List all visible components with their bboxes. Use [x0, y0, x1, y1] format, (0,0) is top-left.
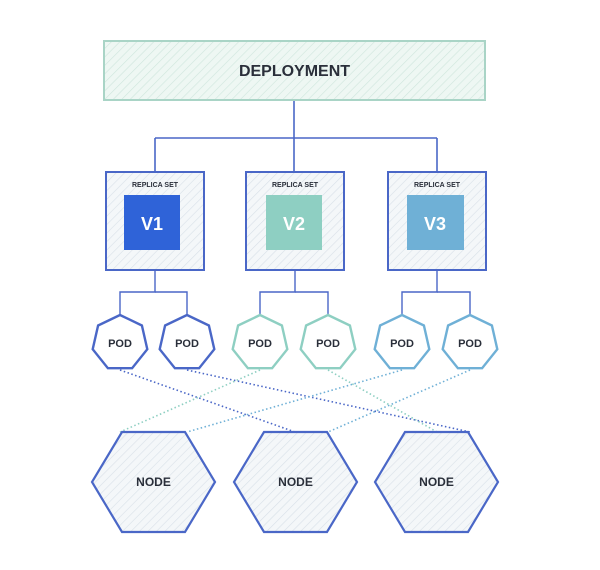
pod-label: POD [108, 338, 132, 350]
pod-2: POD [158, 313, 216, 370]
connector-rs3-pod5 [401, 270, 438, 316]
pod-label: POD [390, 338, 414, 350]
pod-label: POD [248, 338, 272, 350]
version-label: V1 [141, 214, 163, 234]
scheduling-lines [119, 369, 471, 433]
pod-label: POD [175, 338, 199, 350]
node-label: NODE [278, 475, 313, 489]
replica-set-caption: REPLICA SET [272, 182, 319, 189]
pod-label: POD [458, 338, 482, 350]
replica-set-1: REPLICA SET V1 [105, 171, 205, 271]
pod-6: POD [441, 313, 499, 370]
deployment-connectors [154, 100, 438, 172]
pod-heptagon [299, 313, 357, 370]
replica-set-caption: REPLICA SET [414, 182, 461, 189]
pods: POD POD POD POD POD POD [91, 313, 499, 370]
pod-connectors [119, 270, 471, 316]
version-label: V2 [283, 214, 305, 234]
connector-rs1-pod1 [119, 270, 156, 316]
node-2: NODE [232, 430, 359, 534]
deployment-label: DEPLOYMENT [239, 63, 350, 80]
pod-3: POD [231, 313, 289, 370]
deployment-box: DEPLOYMENT [103, 40, 486, 101]
pod-5: POD [373, 313, 431, 370]
map-pod1-node2 [119, 369, 296, 433]
version-badge-v2 [266, 195, 322, 250]
replica-set-caption: REPLICA SET [132, 182, 179, 189]
pod-heptagon [158, 313, 216, 370]
pod-heptagon [91, 313, 149, 370]
pod-heptagon [373, 313, 431, 370]
connector-rs2-pod3 [259, 270, 296, 316]
replica-set-2: REPLICA SET V2 [245, 171, 345, 271]
map-pod5-node1 [186, 369, 403, 433]
node-label: NODE [419, 475, 454, 489]
node-hexagon [373, 430, 500, 534]
map-pod6-node2 [327, 369, 471, 433]
pod-label: POD [316, 338, 340, 350]
pod-heptagon [231, 313, 289, 370]
pod-4: POD [299, 313, 357, 370]
node-hexagon [90, 430, 217, 534]
node-1: NODE [90, 430, 217, 534]
replica-set-3: REPLICA SET V3 [387, 171, 487, 271]
pod-heptagon [441, 313, 499, 370]
deployment-rect [103, 40, 486, 101]
map-pod3-node1 [119, 369, 261, 433]
version-label: V3 [424, 214, 446, 234]
map-pod4-node3 [327, 369, 438, 433]
node-3: NODE [373, 430, 500, 534]
pod-1: POD [91, 313, 149, 370]
version-badge-v1 [124, 195, 180, 250]
connector-rs3-pod6 [437, 291, 471, 316]
connector-rs1-pod2 [155, 291, 188, 316]
map-pod2-node3 [186, 369, 471, 433]
connector-rs2-pod4 [295, 291, 329, 316]
node-label: NODE [136, 475, 171, 489]
version-badge-v3 [407, 195, 464, 250]
node-hexagon [232, 430, 359, 534]
